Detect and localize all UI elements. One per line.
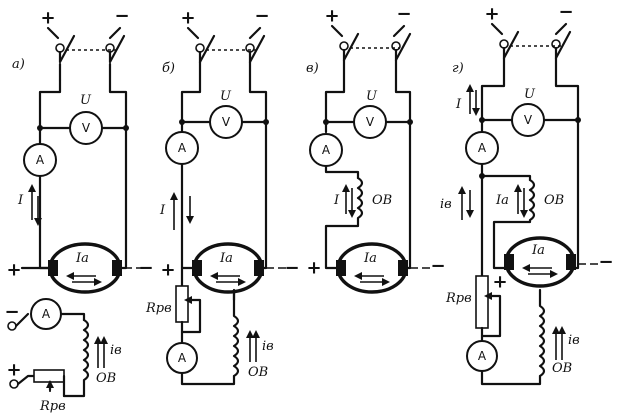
voltmeter-label: V (82, 121, 91, 135)
panel-label: в) (306, 61, 319, 76)
voltage-label: U (80, 93, 92, 108)
field-winding-coil (538, 288, 546, 378)
armature-current-label: Ia (363, 251, 377, 266)
rheostat-label: Rрв (445, 291, 472, 306)
motor-minus-sign: − (284, 258, 299, 279)
ammeter-label: A (178, 141, 187, 155)
motor-plus-sign: + (492, 272, 507, 293)
voltmeter-label: V (366, 115, 375, 129)
panel-b: + − б) V U A I + − Ia Rрв (145, 6, 300, 386)
ammeter-label: A (36, 153, 45, 167)
current-label: I (17, 193, 24, 208)
field-winding-coil (232, 288, 240, 378)
current-label: I (159, 203, 166, 218)
rheostat-label: Rрв (145, 301, 172, 316)
panel-label: а) (12, 57, 25, 72)
field-ammeter-label: A (178, 351, 187, 365)
supply-plus-sign: + (484, 4, 499, 25)
field-winding-label: ОВ (372, 193, 392, 208)
voltmeter-label: V (524, 113, 533, 127)
current-label: I (333, 193, 340, 208)
rheostat-symbol (175, 285, 189, 323)
field-current-label: iв (568, 333, 580, 348)
field-minus-sign: − (4, 302, 19, 323)
panel-v: + − в) V U A I ОВ + − Ia (306, 4, 446, 294)
voltmeter-symbol (69, 111, 103, 145)
motor-minus-sign: − (598, 252, 613, 273)
voltmeter-symbol (209, 105, 243, 139)
panel-label: г) (452, 61, 464, 76)
field-winding-label: ОВ (96, 371, 116, 386)
voltmeter-symbol (511, 103, 545, 137)
rheostat-label: Rрв (39, 399, 66, 414)
field-current-series-label: iв (440, 197, 452, 212)
armature-current-label: Ia (531, 243, 545, 258)
series-current-label: Ia (495, 193, 509, 208)
voltage-label: U (220, 89, 232, 104)
field-winding-coil (62, 318, 90, 398)
supply-minus-sign: − (114, 6, 129, 27)
panel-a: + − а) V U A I + − Ia − (4, 6, 153, 415)
field-current-label: iв (110, 343, 122, 358)
supply-plus-sign: + (180, 8, 195, 29)
motor-minus-sign: − (430, 256, 445, 277)
supply-plus-sign: + (324, 6, 339, 27)
field-ammeter-label: A (42, 307, 51, 321)
panel-g: + − г) I V U A Ia ОВ iв + − (440, 2, 614, 386)
supply-plus-sign: + (40, 8, 55, 29)
field-plus-sign: + (6, 360, 21, 381)
armature-current-label: Ia (75, 251, 89, 266)
rheostat-symbol (475, 275, 489, 329)
field-current-label: iв (262, 339, 274, 354)
supply-minus-sign: − (396, 4, 411, 25)
ammeter-label: A (322, 143, 331, 157)
voltage-label: U (366, 89, 378, 104)
voltage-label: U (524, 87, 536, 102)
voltmeter-label: V (222, 115, 231, 129)
motor-plus-sign: + (160, 260, 175, 281)
motor-minus-sign: − (138, 258, 153, 279)
rheostat-symbol (33, 369, 65, 383)
supply-minus-sign: − (558, 2, 573, 23)
panel-label: б) (162, 61, 175, 76)
series-winding-label: ОВ (544, 193, 564, 208)
series-winding-coil (324, 176, 364, 270)
motor-plus-sign: + (306, 258, 321, 279)
field-winding-label: ОВ (552, 361, 572, 376)
field-ammeter-label: A (478, 349, 487, 363)
field-winding-label: ОВ (248, 365, 268, 380)
supply-minus-sign: − (254, 6, 269, 27)
current-label: I (455, 97, 462, 112)
series-winding-coil (492, 178, 536, 270)
armature-current-label: Ia (219, 251, 233, 266)
voltmeter-symbol (353, 105, 387, 139)
ammeter-label: A (478, 141, 487, 155)
motor-plus-sign: + (6, 260, 21, 281)
